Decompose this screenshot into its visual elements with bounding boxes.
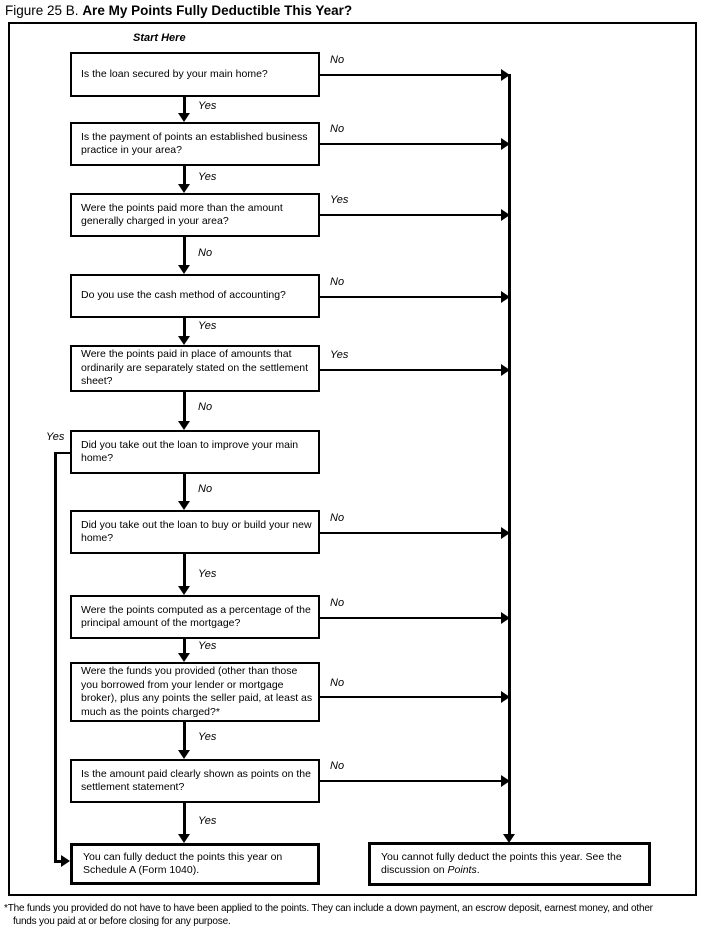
arrow-right-icon <box>501 138 510 150</box>
figure-question: Are My Points Fully Deductible This Year… <box>82 3 353 18</box>
branch-label: Yes <box>330 349 349 361</box>
branch-label: No <box>198 483 213 495</box>
branch-label: No <box>198 401 213 413</box>
branch-label: Yes <box>198 100 217 112</box>
connector-line <box>320 617 502 619</box>
result-box-can-deduct: You can fully deduct the points this yea… <box>70 843 320 885</box>
result-box-cannot-deduct: You cannot fully deduct the points this … <box>368 842 651 886</box>
connector-line <box>54 452 57 862</box>
arrow-right-icon <box>501 209 510 221</box>
result-text: You cannot fully deduct the points this … <box>381 851 642 878</box>
decision-text: Do you use the cash method of accounting… <box>81 289 286 302</box>
connector-line <box>320 780 502 782</box>
branch-label: Yes <box>46 431 65 443</box>
connector-line <box>183 554 186 587</box>
branch-label: No <box>330 276 345 288</box>
arrow-right-icon <box>501 291 510 303</box>
footnote: *The funds you provided do not have to h… <box>4 902 653 928</box>
connector-line <box>183 474 186 502</box>
connector-line <box>320 369 502 371</box>
connector-line <box>320 696 502 698</box>
result-text: You can fully deduct the points this yea… <box>83 850 283 877</box>
decision-text: Is the amount paid clearly shown as poin… <box>81 767 311 794</box>
arrow-down-icon <box>178 501 190 510</box>
decision-box-loan-secured: Is the loan secured by your main home? <box>70 52 320 97</box>
branch-label: No <box>330 597 345 609</box>
arrow-down-icon <box>178 113 190 122</box>
arrow-right-icon <box>501 775 510 787</box>
decision-text: Were the points computed as a percentage… <box>81 603 311 630</box>
decision-box-paid-more-than-charged: Were the points paid more than the amoun… <box>70 193 320 237</box>
arrow-down-icon <box>178 586 190 595</box>
connector-line <box>320 143 502 145</box>
arrow-down-icon <box>178 653 190 662</box>
arrow-right-icon <box>501 364 510 376</box>
decision-text: Is the loan secured by your main home? <box>81 67 268 80</box>
decision-text: Is the payment of points an established … <box>81 130 308 157</box>
cannot-prefix: You cannot fully deduct the points this … <box>381 850 622 877</box>
decision-box-buy-or-build: Did you take out the loan to buy or buil… <box>70 510 320 554</box>
footnote-line-1: *The funds you provided do not have to h… <box>4 903 653 914</box>
decision-text: Did you take out the loan to buy or buil… <box>81 518 312 545</box>
connector-line <box>183 97 186 114</box>
start-here-label: Start Here <box>133 32 186 44</box>
cannot-points-ref: Points <box>447 864 477 876</box>
figure-title: Figure 25 B. Are My Points Fully Deducti… <box>5 3 352 18</box>
chart-border <box>8 22 697 896</box>
decision-box-improve-home: Did you take out the loan to improve you… <box>70 430 320 474</box>
arrow-right-icon <box>501 612 510 624</box>
arrow-down-icon <box>178 265 190 274</box>
figure-label: Figure 25 B. <box>5 3 79 18</box>
branch-label: Yes <box>330 194 349 206</box>
arrow-right-icon <box>61 855 70 867</box>
branch-label: No <box>330 54 345 66</box>
connector-line <box>183 639 186 654</box>
connector-line <box>55 452 70 454</box>
decision-box-in-place-of-amounts: Were the points paid in place of amounts… <box>70 345 320 392</box>
connector-line <box>54 860 62 863</box>
decision-box-established-practice: Is the payment of points an established … <box>70 122 320 166</box>
connector-line <box>183 722 186 751</box>
arrow-down-icon <box>178 834 190 843</box>
decision-box-percentage-of-principal: Were the points computed as a percentage… <box>70 595 320 639</box>
arrow-right-icon <box>501 69 510 81</box>
decision-text: Were the points paid more than the amoun… <box>81 201 283 228</box>
arrow-down-icon <box>178 184 190 193</box>
branch-label: No <box>330 677 345 689</box>
cannot-suffix: . <box>476 864 480 876</box>
connector-line <box>183 166 186 185</box>
collector-line <box>508 74 511 834</box>
connector-line <box>320 532 502 534</box>
connector-line <box>183 392 186 422</box>
branch-label: Yes <box>198 640 217 652</box>
connector-line <box>320 296 502 298</box>
branch-label: Yes <box>198 320 217 332</box>
arrow-down-icon <box>503 834 515 843</box>
footnote-line-2: funds you paid at or before closing for … <box>13 916 231 927</box>
arrow-right-icon <box>501 527 510 539</box>
decision-text: Were the funds you provided (other than … <box>81 665 313 718</box>
branch-label: Yes <box>198 568 217 580</box>
connector-line <box>183 237 186 266</box>
arrow-down-icon <box>178 750 190 759</box>
decision-text: Were the points paid in place of amounts… <box>81 348 309 388</box>
decision-text: Did you take out the loan to improve you… <box>81 438 299 465</box>
branch-label: No <box>198 247 213 259</box>
connector-line <box>320 74 502 76</box>
branch-label: No <box>330 123 345 135</box>
branch-label: No <box>330 512 345 524</box>
arrow-down-icon <box>178 336 190 345</box>
branch-label: Yes <box>198 815 217 827</box>
branch-label: Yes <box>198 731 217 743</box>
connector-line <box>183 318 186 337</box>
decision-box-cash-method: Do you use the cash method of accounting… <box>70 274 320 318</box>
branch-label: Yes <box>198 171 217 183</box>
arrow-right-icon <box>501 691 510 703</box>
branch-label: No <box>330 760 345 772</box>
arrow-down-icon <box>178 421 190 430</box>
connector-line <box>183 803 186 835</box>
decision-box-clearly-shown: Is the amount paid clearly shown as poin… <box>70 759 320 803</box>
connector-line <box>320 214 502 216</box>
decision-box-funds-provided: Were the funds you provided (other than … <box>70 662 320 722</box>
